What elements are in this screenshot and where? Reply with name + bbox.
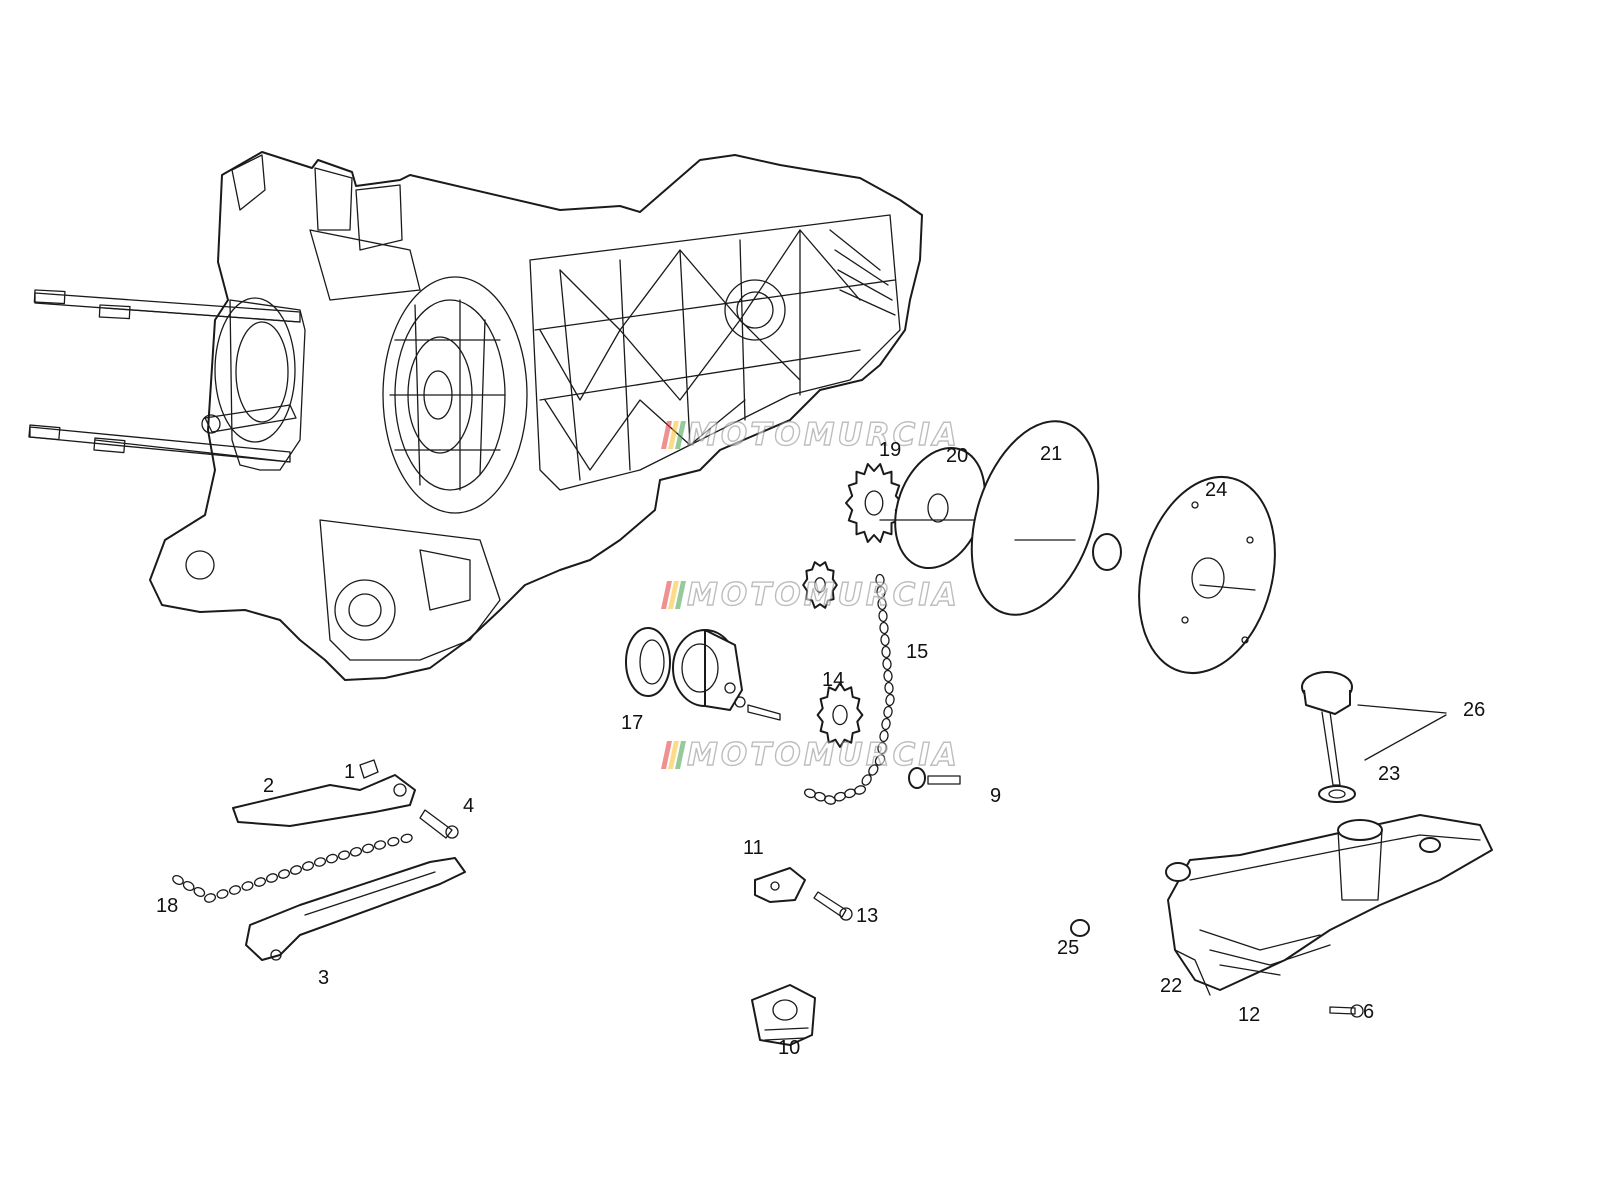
part-label-20: 20: [946, 445, 969, 467]
chain-link: [182, 880, 195, 892]
bracket-11-13-drawing: [751, 867, 853, 1046]
chain-link: [387, 836, 400, 847]
part-label-21: 21: [1040, 443, 1063, 465]
chain-link: [883, 669, 893, 683]
chain-link: [325, 853, 339, 864]
chain-link: [373, 840, 387, 850]
part-label-6: 6: [1363, 1001, 1375, 1023]
watermark-logo-bars: [661, 581, 686, 609]
watermark-text: MOTOMURCIA: [686, 576, 960, 613]
chain-link: [877, 597, 887, 611]
sprocket-outline: [845, 463, 903, 543]
crankcase-drawing: [28, 151, 923, 681]
part-label-15: 15: [906, 641, 929, 663]
chain-link: [313, 857, 327, 867]
chain-link: [879, 729, 889, 743]
sprocket-upper-drawing: [802, 561, 838, 609]
sprocket-outline: [802, 561, 838, 609]
chain-link: [877, 741, 887, 755]
part-label-4: 4: [463, 795, 475, 817]
chain-link: [203, 893, 217, 903]
dipstick-drawing: [1301, 671, 1356, 803]
oil-pump-drawing: [625, 627, 781, 721]
part-label-13: 13: [856, 905, 879, 927]
sprocket-hub: [814, 577, 826, 593]
part-label-18: 18: [156, 895, 179, 917]
part-label-19: 19: [879, 439, 902, 461]
chain-link: [277, 869, 291, 879]
watermark-text: MOTOMURCIA: [686, 736, 960, 773]
chain-link: [349, 847, 363, 857]
bolt-9-drawing: [908, 767, 961, 789]
watermark-logo-bars: [661, 741, 686, 769]
chain-link: [228, 885, 242, 895]
chain-link: [874, 754, 886, 766]
chain-link: [241, 881, 254, 891]
chain-link: [216, 889, 229, 899]
chain-link: [881, 645, 891, 659]
chain-link: [882, 657, 892, 671]
chain-link: [400, 833, 413, 844]
sprocket-14-drawing: [816, 682, 864, 748]
part-label-23: 23: [1378, 763, 1401, 785]
chain-link: [172, 874, 184, 886]
chain-18-drawing: [172, 833, 413, 903]
chain-link: [803, 788, 817, 799]
chain-link: [868, 764, 879, 776]
sprocket-19-drawing: [845, 463, 903, 543]
chain-link: [861, 774, 872, 786]
watermark: MOTOMURCIA: [661, 736, 960, 774]
chain-link: [884, 681, 894, 695]
part-label-9: 9: [990, 785, 1002, 807]
chain-link: [301, 861, 315, 871]
part-label-2: 2: [263, 775, 275, 797]
chain-link: [881, 717, 891, 731]
chain-link: [253, 877, 267, 887]
timing-chain-guides-drawing: [232, 759, 466, 961]
oil-sump-drawing: [1165, 814, 1493, 996]
part-label-11: 11: [743, 837, 764, 859]
watermark: MOTOMURCIA: [661, 576, 960, 614]
part-label-14: 14: [822, 669, 845, 691]
watermark-text: MOTOMURCIA: [686, 416, 960, 453]
chain-link: [875, 573, 885, 587]
part-label-26: 26: [1463, 699, 1486, 721]
chain-link: [193, 886, 206, 898]
chain-link: [878, 609, 888, 623]
chain-link: [361, 843, 375, 854]
chain-link: [885, 693, 895, 707]
small-parts-drawing: [1070, 919, 1364, 1018]
part-label-17: 17: [621, 712, 644, 734]
chain-link: [265, 873, 279, 883]
chain-link: [880, 633, 890, 647]
sprocket-hub: [864, 490, 884, 516]
discs-drawing: [879, 420, 1276, 675]
chain-link: [879, 621, 889, 635]
part-label-24: 24: [1205, 479, 1228, 501]
chain-link: [289, 865, 303, 875]
leader-lines: [1357, 704, 1447, 761]
chain-link: [876, 585, 886, 599]
sprocket-hub: [832, 704, 848, 726]
part-label-10: 10: [778, 1037, 801, 1059]
sprocket-outline: [816, 682, 864, 748]
watermark-logo-bars: [661, 421, 686, 449]
part-label-12: 12: [1238, 1004, 1261, 1026]
chain-15-drawing: [803, 573, 895, 805]
chain-link: [337, 850, 351, 860]
part-label-25: 25: [1057, 937, 1080, 959]
chain-link: [883, 705, 893, 719]
part-label-3: 3: [318, 967, 330, 989]
part-label-22: 22: [1160, 975, 1183, 997]
part-label-1: 1: [344, 761, 356, 783]
watermark: MOTOMURCIA: [661, 416, 960, 454]
